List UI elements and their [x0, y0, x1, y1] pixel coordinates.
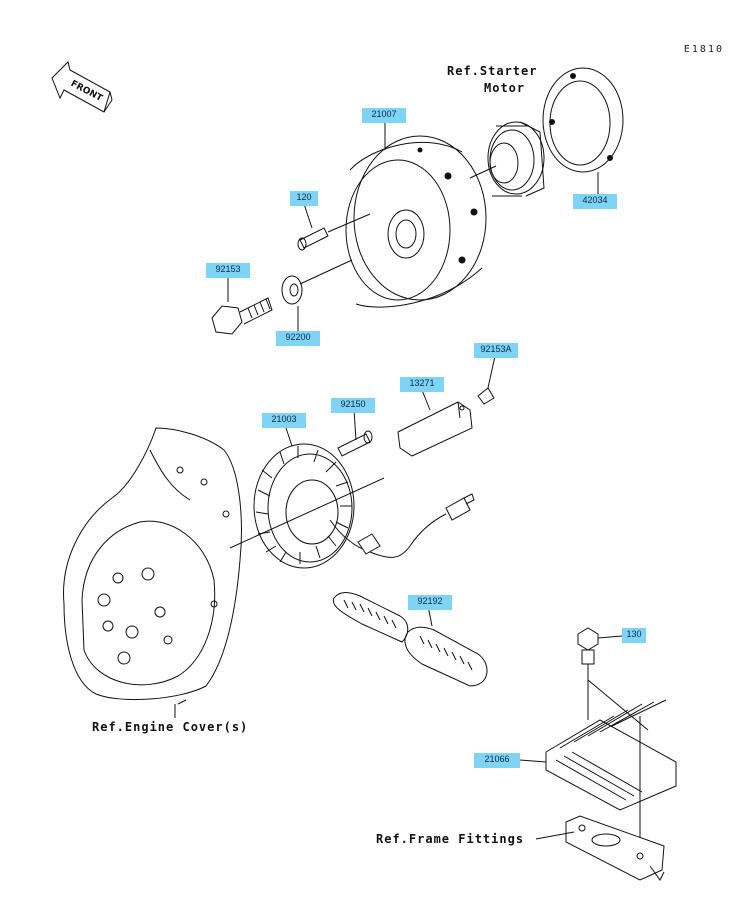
engine-cover: [63, 427, 242, 701]
washer-92200: [281, 275, 303, 305]
frame-bracket: [565, 815, 665, 881]
front-arrow-icon: FRONT: [51, 61, 113, 113]
part-tag-92153a[interactable]: 92153A: [474, 343, 518, 358]
bolt-92150: [337, 430, 373, 457]
part-tag-92153[interactable]: 92153: [206, 263, 250, 278]
part-tag-92150[interactable]: 92150: [331, 398, 375, 413]
screw-92153a: [477, 387, 495, 405]
part-tag-130[interactable]: 130: [622, 628, 646, 643]
starter-gear: [487, 121, 545, 197]
ref-starter-motor-label-line2: Motor: [484, 81, 526, 95]
grommets: [332, 592, 488, 687]
stator-wire-harness: [329, 493, 475, 558]
ref-engine-cover-label: Ref.Engine Cover(s): [92, 720, 249, 734]
part-tag-42034[interactable]: 42034: [573, 194, 617, 209]
bolt-120: [297, 213, 371, 251]
part-tag-13271[interactable]: 13271: [400, 377, 444, 392]
ref-starter-motor-label-line1: Ref.Starter: [447, 64, 538, 78]
part-tag-21066[interactable]: 21066: [474, 753, 520, 768]
leader-lines: [174, 121, 623, 840]
starter-clutch-cover: [542, 67, 624, 173]
part-tag-120[interactable]: 120: [290, 191, 318, 206]
bolt-130: [577, 627, 599, 720]
stator: [253, 443, 355, 569]
part-tag-92200[interactable]: 92200: [276, 331, 320, 346]
holding-plate: [397, 401, 473, 457]
flywheel-rotor: [345, 135, 487, 308]
part-tag-21003[interactable]: 21003: [262, 413, 306, 428]
ref-frame-fittings-label: Ref.Frame Fittings: [376, 832, 525, 846]
bolt-92153: [211, 297, 273, 335]
part-tag-21007[interactable]: 21007: [362, 108, 406, 123]
part-tag-92192[interactable]: 92192: [408, 595, 452, 610]
diagram-code: E1810: [683, 44, 724, 55]
regulator-rectifier: [545, 679, 677, 850]
